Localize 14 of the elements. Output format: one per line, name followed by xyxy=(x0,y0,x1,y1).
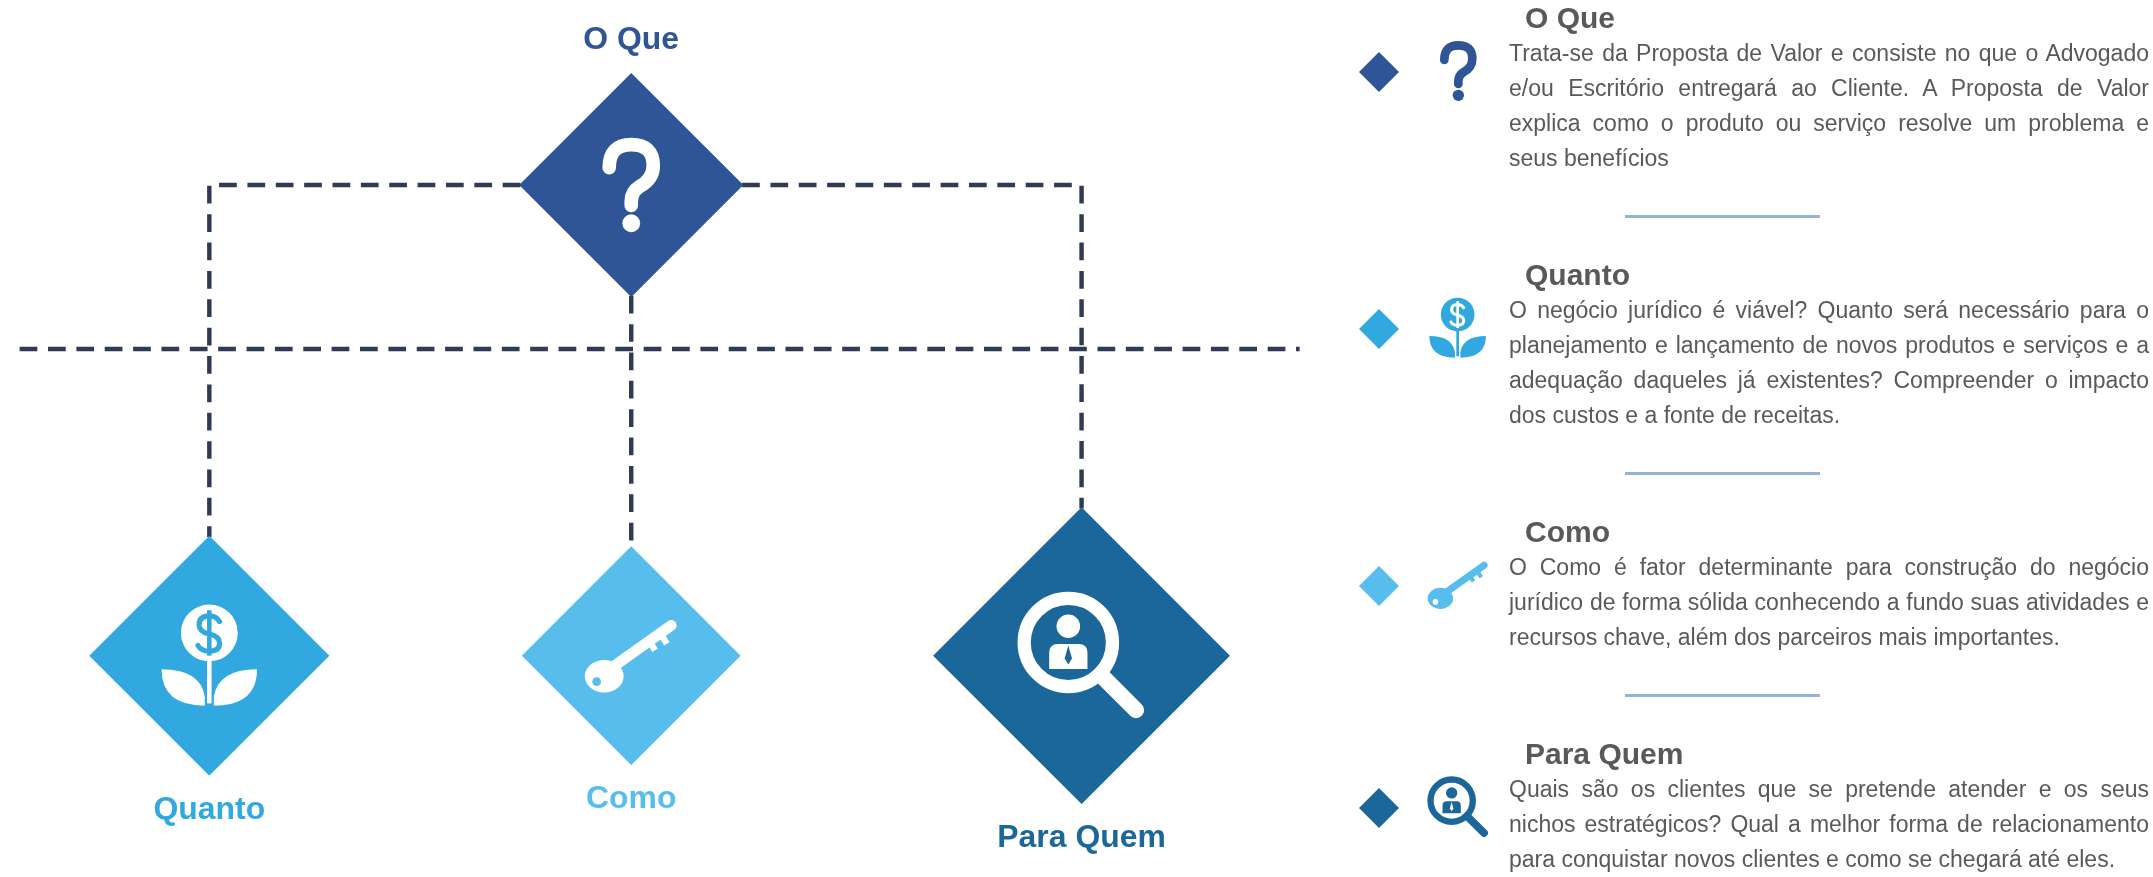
section-heading: Para Quem xyxy=(1525,736,1684,772)
section-text: Trata-se da Proposta de Valor e consiste no que o Advogado e/ou Escritório entregará ao Cliente. A Proposta de Valor explica como o produto ou serviço resolve um problema e seus benefícios xyxy=(1509,39,2149,173)
node-label: Como xyxy=(586,779,677,816)
section-text: O negócio jurídico é viável? Quanto será necessário para o planejamento e lançamento de novos produtos e serviços e a adequação daqueles já existentes? Compreender o impacto dos custos e a fonte de receitas. xyxy=(1509,296,2149,430)
section-heading: Quanto xyxy=(1525,257,1630,293)
section-text: Quais são os clientes que se pretende atender e os seus nichos estratégicos? Qual a melhor forma de relacionamento para conquistar novos clientes e como se chegará até eles. xyxy=(1509,775,2149,874)
connector xyxy=(742,182,1085,509)
connector xyxy=(207,182,521,537)
node-label: Para Quem xyxy=(997,818,1167,855)
section-heading: O Que xyxy=(1525,0,1615,36)
section-heading: Como xyxy=(1525,514,1610,550)
section-text: O Como é fator determinante para construção do negócio jurídico de forma sólida conhecendo a fundo suas atividades e recursos chave, além dos parceiros mais importantes. xyxy=(1509,553,2149,652)
node-label: Quanto xyxy=(153,790,266,826)
node-label: O Que xyxy=(583,20,680,57)
